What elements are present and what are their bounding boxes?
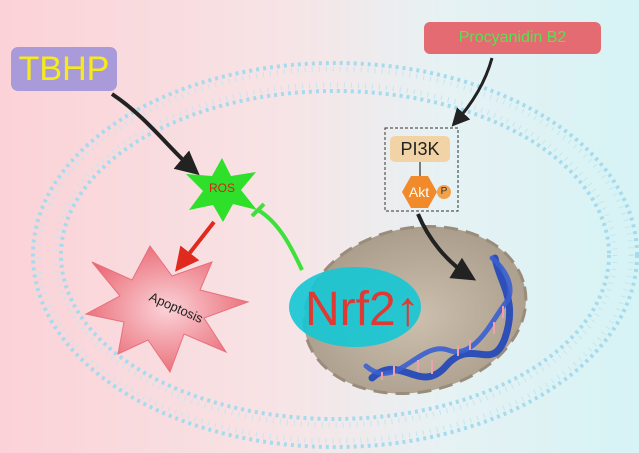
nrf2-patch (289, 267, 421, 347)
ros-star (186, 158, 257, 222)
nrf2-up-arrow: ↑ (395, 283, 420, 336)
dna-helix (363, 254, 514, 382)
phospho-label: P (440, 186, 448, 197)
apoptosis-burst (84, 245, 250, 374)
procyanidin-to-pi3k-arrow (451, 57, 494, 127)
tbhp-to-ros-arrow (110, 92, 200, 176)
procyanidin-b2-label: Procyanidin B2 (424, 22, 601, 54)
nrf2-text: Nrf2 (305, 283, 396, 336)
nrf2-label: Nrf2↑ (305, 282, 425, 338)
nrf2-inhibits-ros-arrow (250, 202, 304, 271)
ros-to-apoptosis-arrow (175, 220, 216, 272)
akt-label: Akt (408, 184, 430, 200)
pi3k-label: PI3K (400, 139, 440, 159)
phospho-circle (437, 185, 451, 199)
ros-label: ROS (208, 181, 235, 195)
pi3k-badge (390, 136, 450, 162)
akt-hexagon (402, 176, 437, 208)
cell-membrane (31, 61, 639, 449)
akt-to-dna-arrow (416, 213, 477, 281)
tbhp-label: TBHP (11, 47, 117, 91)
pi3k-akt-box (384, 127, 459, 212)
